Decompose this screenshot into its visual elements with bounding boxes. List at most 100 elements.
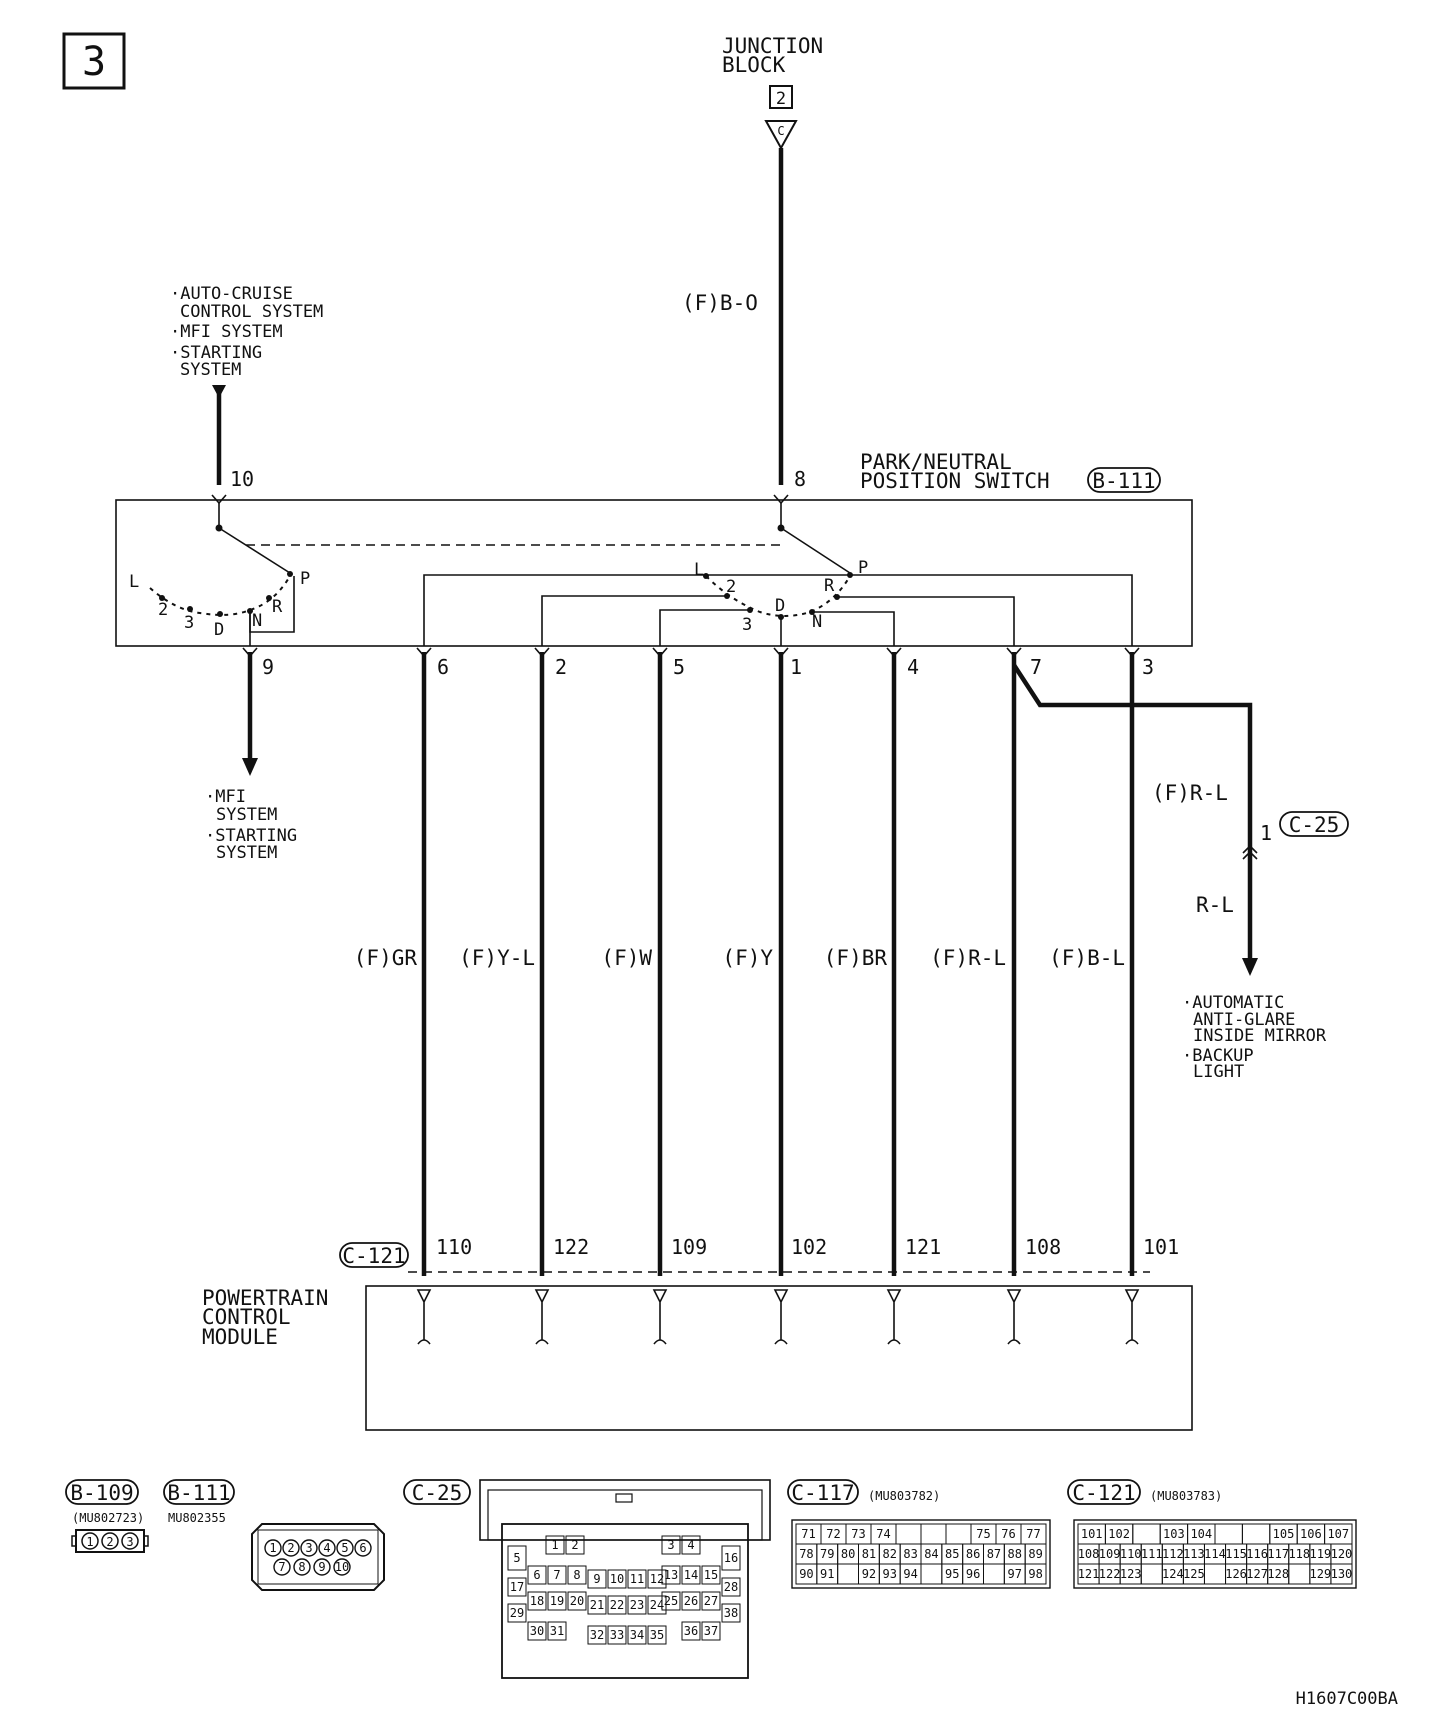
junction-block-number-box	[769, 85, 793, 109]
wire-b-o-label: (F)B-O	[682, 291, 758, 315]
bottom-left-destinations: ·MFI SYSTEM ·STARTING SYSTEM	[205, 787, 297, 863]
b109-pin-1: 1	[86, 1535, 93, 1549]
c25-cavity	[545, 1535, 565, 1555]
dest-starting-system-2: SYSTEM	[216, 843, 277, 863]
top-left-destinations: ·AUTO-CRUISE CONTROL SYSTEM ·MFI SYSTEM …	[170, 284, 323, 380]
pcm-pin-108: 108	[1025, 1235, 1061, 1259]
pcm-terminals	[416, 1289, 1140, 1345]
c25-cavity-label: 12	[650, 1572, 664, 1586]
junction-terminal-icon	[764, 120, 798, 151]
right-pos-l: L	[694, 560, 704, 580]
arrow-down-icon	[1242, 958, 1258, 976]
c25-cavity	[701, 1591, 721, 1611]
b111-pin	[333, 1558, 351, 1576]
pin-cavity-label: 88	[1008, 1547, 1022, 1561]
c25-cavity	[527, 1591, 547, 1611]
right-pos-r: R	[824, 576, 835, 596]
pin-10-label: 10	[230, 467, 254, 491]
c25-cavity-label: 5	[513, 1551, 520, 1565]
dest-starting-system: SYSTEM	[180, 360, 241, 380]
pin-cavity-label: 119	[1310, 1547, 1332, 1561]
left-pos-n: N	[252, 611, 262, 631]
c25-cavity	[567, 1591, 587, 1611]
c25-view-badge	[403, 1479, 471, 1505]
c25-cavity-label: 32	[590, 1628, 604, 1642]
connector-c25-female-icon	[1242, 844, 1258, 854]
pin-cavity-label: 86	[966, 1547, 980, 1561]
dest-control-system: CONTROL SYSTEM	[180, 302, 323, 322]
c25-cavity	[681, 1621, 701, 1641]
pin-cavity-label: 72	[826, 1527, 840, 1541]
branch-connector-pin: 1	[1260, 821, 1272, 845]
c25-cavity	[587, 1569, 607, 1589]
switch-connector: B-111	[1092, 469, 1155, 493]
c25-cavity-label: 13	[664, 1568, 678, 1582]
b111-badge	[163, 1479, 235, 1505]
pin-cavity-label: 117	[1267, 1547, 1289, 1561]
pcm-body	[365, 1285, 1193, 1431]
c121-part: (MU803783)	[1150, 1489, 1222, 1503]
b111-pin-label: 7	[278, 1560, 285, 1574]
c25-cavity-label: 24	[650, 1598, 664, 1612]
c25-cavity	[507, 1545, 527, 1571]
c25-cavity	[567, 1565, 587, 1585]
c25-cavity	[647, 1595, 667, 1615]
pin-9-label: 9	[262, 655, 274, 679]
c25-cavity	[627, 1595, 647, 1615]
dest-starting: ·STARTING	[170, 343, 262, 363]
branch-wire-lower-label: R-L	[1196, 893, 1234, 917]
c25-cavity-label: 28	[724, 1580, 738, 1594]
pcm-pin-122: 122	[553, 1235, 589, 1259]
pin-cavity	[983, 1563, 1005, 1585]
pin-10-terminal-icon	[211, 494, 227, 505]
pin-cavity-label: 129	[1310, 1567, 1332, 1581]
page-number: 3	[82, 39, 106, 85]
pin-cavity-label: 83	[903, 1547, 917, 1561]
pin-cavity-label: 71	[801, 1527, 815, 1541]
pin-cavity-label: 127	[1246, 1567, 1268, 1581]
c25-cavity	[721, 1577, 741, 1597]
c25-cavity-label: 19	[550, 1594, 564, 1608]
pin-cavity-label: 122	[1099, 1567, 1121, 1581]
c25-cavity	[565, 1535, 585, 1555]
right-rotary-switch: L 2 3 D N R P	[694, 503, 868, 635]
c25-cavity-label: 30	[530, 1624, 544, 1638]
c25-cavity-label: 26	[684, 1594, 698, 1608]
c25-cavity	[507, 1577, 527, 1597]
b111-pin	[336, 1539, 354, 1557]
wire-w-label: (F)W	[601, 946, 652, 970]
c25-cavity-label: 21	[590, 1598, 604, 1612]
junction-terminal-label: C	[777, 124, 784, 138]
pin-cavity-label: 108	[1078, 1547, 1100, 1561]
pin-cavity	[1024, 1563, 1047, 1585]
figure-code: H1607C00BA	[1296, 1689, 1398, 1709]
pin-cavity-label: 110	[1120, 1547, 1142, 1561]
b109-part: (MU802723)	[72, 1511, 144, 1525]
c25-cavity	[661, 1565, 681, 1585]
pin-cavity-label: 74	[876, 1527, 890, 1541]
left-pos-p: P	[300, 569, 310, 589]
pcm-pin-121: 121	[905, 1235, 941, 1259]
c117-badge	[787, 1479, 859, 1505]
b111-pin-label: 1	[269, 1541, 276, 1555]
junction-block-title-1: JUNCTION	[722, 34, 823, 58]
pin-cavity-label: 115	[1225, 1547, 1247, 1561]
c25-cavity-label: 20	[570, 1594, 584, 1608]
b109-name: B-109	[70, 1481, 133, 1505]
pin-cavity	[1288, 1563, 1311, 1585]
pin-cavity-label: 101	[1081, 1527, 1103, 1541]
pcm-title-2: CONTROL	[202, 1305, 291, 1329]
pin-cavity-label: 109	[1099, 1547, 1121, 1561]
c25-cavity	[547, 1621, 567, 1641]
junction-block-title-2: BLOCK	[722, 53, 786, 77]
dest-starting-2: ·STARTING	[205, 826, 297, 846]
c25-cavity	[627, 1625, 647, 1645]
pin-4-label: 4	[907, 655, 919, 679]
b111-pin-label: 10	[335, 1560, 349, 1574]
c25-cavity	[607, 1569, 627, 1589]
pin-9-terminal-icon	[242, 647, 258, 658]
pin-cavity-label: 124	[1162, 1567, 1184, 1581]
b109-badge	[65, 1479, 139, 1505]
